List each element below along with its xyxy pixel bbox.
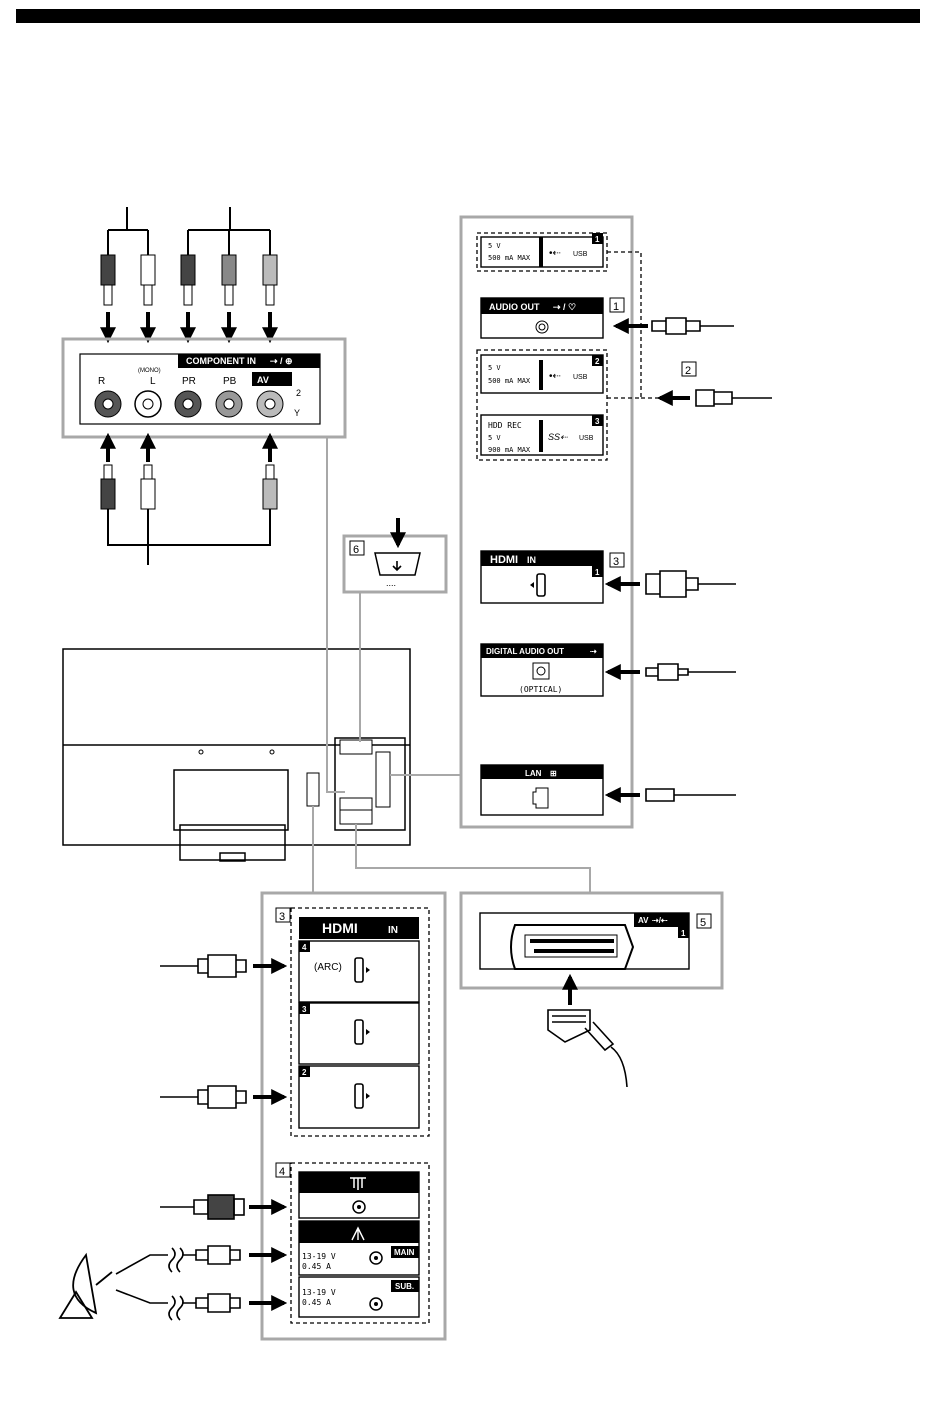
network-icon: ⊞	[550, 769, 557, 778]
jack-label-av: AV	[257, 375, 269, 385]
hdd-usb-text: USB	[579, 435, 594, 442]
bottom-arrows	[249, 966, 284, 1303]
scart-num: 1	[681, 929, 686, 938]
svg-text:3: 3	[613, 556, 619, 568]
scart-socket	[511, 925, 633, 969]
hdmi-in-header	[299, 917, 419, 939]
power-dots: ....	[386, 578, 396, 588]
hdd-num: 3	[595, 417, 600, 426]
hdd-voltage: 5 V	[488, 434, 501, 442]
hdmi1-in-label: IN	[527, 555, 536, 565]
optical-label: DIGITAL AUDIO OUT	[486, 647, 564, 656]
hdd-rec-title: HDD REC	[488, 421, 522, 430]
sat-sub-current: 0.45 A	[302, 1298, 331, 1307]
header-rule	[16, 9, 920, 23]
composite-cable	[108, 509, 270, 565]
sat-main-current: 0.45 A	[302, 1262, 331, 1271]
component-cables-top	[108, 207, 270, 255]
hdmi-port-3: 3	[299, 1003, 419, 1064]
audio-out-label: AUDIO OUT	[489, 302, 540, 312]
satellite-main-port: 13-19 V 0.45 A MAIN	[299, 1221, 419, 1275]
component-in-label: COMPONENT IN	[186, 356, 256, 366]
usb2-icon: •⇠	[549, 371, 561, 382]
jack-label-y: Y	[294, 408, 300, 418]
usb2-current: 500 mA MAX	[488, 377, 531, 385]
hdmi-logo: HDMI	[490, 554, 518, 566]
svg-text:2: 2	[685, 365, 691, 377]
optical-out-icon: ⇢	[590, 647, 597, 656]
optical-icon	[533, 663, 549, 679]
svg-text:3: 3	[302, 1005, 307, 1014]
usb1-text: USB	[573, 251, 588, 258]
svg-text:1: 1	[613, 301, 619, 313]
hdmi-port-4: 4 (ARC)	[299, 941, 419, 1002]
svg-text:4: 4	[302, 943, 307, 952]
tv-rear	[63, 649, 410, 861]
rca-plugs-bottom	[101, 465, 277, 509]
jack-label-av-num: 2	[296, 388, 301, 398]
usb2-text: USB	[573, 374, 588, 381]
svg-text:2: 2	[302, 1068, 307, 1077]
arrows-down-component	[108, 312, 270, 340]
svg-text:6: 6	[353, 544, 359, 556]
usb3-icon: SS⇠	[548, 432, 568, 442]
jack-label-pb: PB	[223, 376, 237, 387]
lan-label: LAN	[525, 769, 542, 778]
svg-text:3: 3	[279, 911, 285, 923]
arc-label: (ARC)	[314, 962, 342, 973]
antenna-port	[299, 1172, 419, 1218]
right-plugs	[646, 318, 772, 801]
svg-text:5: 5	[700, 917, 706, 929]
jack-label-l: L	[150, 376, 156, 387]
usb2-num: 2	[595, 357, 600, 366]
sat-main-tag: MAIN	[394, 1248, 415, 1257]
satellite-dish-icon	[60, 1255, 112, 1318]
usb1-num: 1	[595, 235, 600, 244]
usb1-current: 500 mA MAX	[488, 254, 531, 262]
hdd-current: 900 mA MAX	[488, 446, 531, 454]
sat-sub-voltage: 13-19 V	[302, 1288, 336, 1297]
sat-main-voltage: 13-19 V	[302, 1252, 336, 1261]
hdmi-in-label-bottom: IN	[388, 925, 398, 936]
scart-io-icon: ⇢/⇠	[652, 916, 668, 925]
usb2-voltage: 5 V	[488, 364, 501, 372]
bottom-plugs	[116, 955, 246, 1320]
usb1-icon: •⇠	[549, 248, 561, 259]
hdmi1-num: 1	[595, 568, 600, 577]
optical-sub: (OPTICAL)	[519, 685, 562, 694]
hdmi-port-2: 2	[299, 1066, 419, 1128]
jack-label-pr: PR	[182, 376, 196, 387]
jack-label-r: R	[98, 376, 105, 387]
sat-sub-tag: SUB.	[395, 1282, 414, 1291]
svg-text:4: 4	[279, 1166, 285, 1178]
component-in-icon: ⇢ / ⊕	[270, 356, 293, 366]
jack-label-mono: (MONO)	[138, 368, 161, 374]
scart-label: AV	[638, 916, 649, 925]
satellite-sub-port: 13-19 V 0.45 A SUB.	[299, 1277, 419, 1317]
scart-plug	[548, 1010, 627, 1087]
arrows-up-composite	[108, 436, 270, 462]
usb1-voltage: 5 V	[488, 242, 501, 250]
rca-plugs-top	[101, 255, 277, 305]
headphone-icon: ⇢ / ♡	[553, 302, 576, 312]
hdmi-logo-bottom: HDMI	[322, 920, 358, 936]
